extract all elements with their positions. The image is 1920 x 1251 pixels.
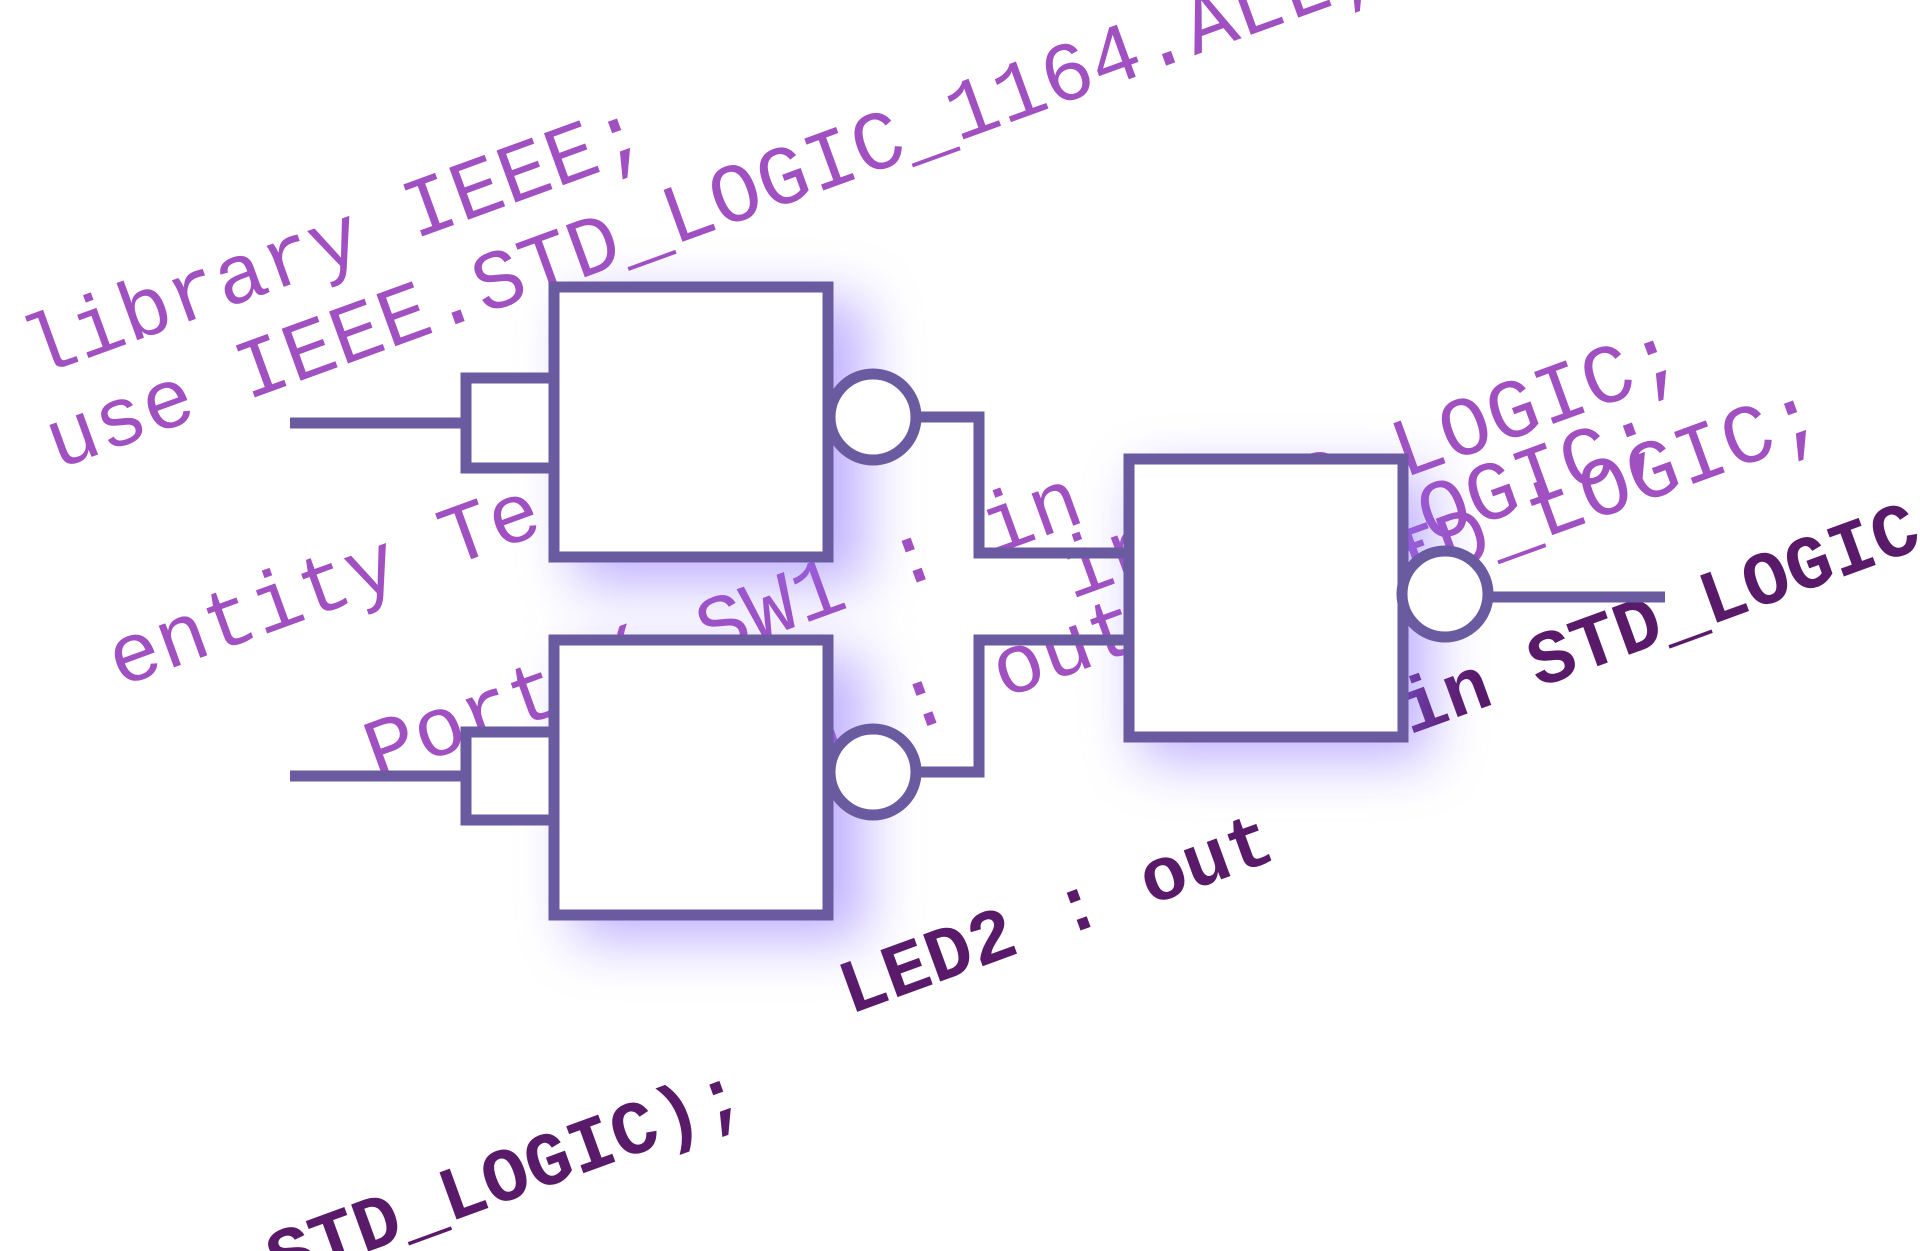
gate-2-inversion-bubble [824, 723, 922, 821]
gate-1-body [548, 281, 834, 563]
gate-2-input-stub [460, 726, 560, 826]
nand-gate-2 [460, 634, 922, 921]
connect-wire-1 [916, 411, 1129, 559]
gate-1-input-stub [460, 372, 560, 474]
gate-3-body [1123, 453, 1409, 743]
nand-gate-3 [1123, 453, 1494, 743]
nand-gate-1 [460, 281, 922, 563]
gate-3-inversion-bubble [1396, 545, 1494, 643]
gate-2-body [548, 634, 834, 921]
connect-wire-2 [916, 634, 1129, 778]
wires [290, 411, 1665, 782]
gate-1-inversion-bubble [824, 368, 922, 466]
